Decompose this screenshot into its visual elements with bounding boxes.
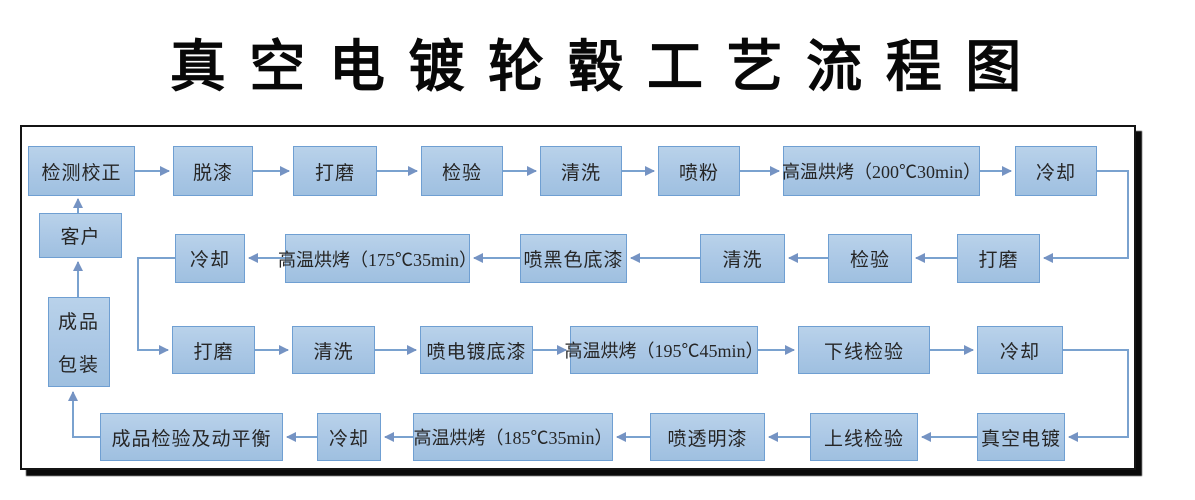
node-detect-calibrate: 检测校正 (28, 146, 135, 196)
node-sanding-r1: 打磨 (293, 146, 377, 196)
page-title: 真 空 电 镀 轮 毂 工 艺 流 程 图 (169, 35, 1026, 98)
node-baking-200c-30min: 高温烘烤（200℃30min） (782, 146, 981, 196)
node-offline-inspection: 下线检验 (798, 326, 930, 374)
node-sanding-r3: 打磨 (172, 326, 255, 374)
node-label-line1: 成品 (57, 312, 100, 333)
node-cooling-r2: 冷却 (175, 234, 245, 283)
node-spray-clear-coat: 喷透明漆 (650, 413, 765, 461)
node-cleaning-r2: 清洗 (700, 234, 785, 283)
node-baking-195c-45min: 高温烘烤（195℃45min） (565, 326, 764, 374)
node-inspection-r1: 检验 (421, 146, 503, 196)
node-cooling-r1: 冷却 (1015, 146, 1097, 196)
node-baking-185c-35min: 高温烘烤（185℃35min） (413, 413, 613, 461)
node-online-inspection: 上线检验 (810, 413, 918, 461)
node-spray-black-primer: 喷黑色底漆 (520, 234, 627, 283)
node-cleaning-r3: 清洗 (292, 326, 375, 374)
node-powder-spray: 喷粉 (658, 146, 740, 196)
node-customer: 客户 (39, 213, 122, 258)
node-vacuum-plating: 真空电镀 (977, 413, 1065, 461)
node-final-inspection-balance: 成品检验及动平衡 (100, 413, 283, 461)
node-paint-stripping: 脱漆 (173, 146, 253, 196)
node-baking-175c-35min: 高温烘烤（175℃35min） (278, 234, 477, 283)
node-sanding-r2: 打磨 (957, 234, 1040, 283)
node-cooling-r4: 冷却 (317, 413, 381, 461)
node-label-line2: 包装 (57, 355, 100, 376)
node-cooling-r3: 冷却 (977, 326, 1063, 374)
node-inspection-r2: 检验 (828, 234, 912, 283)
node-cleaning-r1: 清洗 (540, 146, 622, 196)
node-finished-packaging: 成品 包装 (48, 297, 110, 387)
node-spray-plating-primer: 喷电镀底漆 (420, 326, 533, 374)
